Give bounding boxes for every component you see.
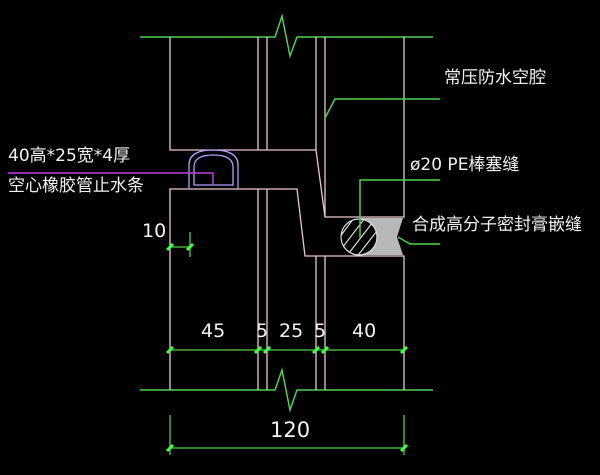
tube-size-label: 40高*25宽*4厚 bbox=[8, 146, 131, 166]
wall-panels bbox=[169, 37, 405, 390]
dim-45: 45 bbox=[201, 320, 226, 342]
dimension-lines bbox=[169, 232, 405, 455]
tube-name-label: 空心橡胶管止水条 bbox=[8, 176, 144, 196]
cavity-label: 常压防水空腔 bbox=[444, 68, 546, 88]
cavity-leader bbox=[324, 98, 440, 119]
dim-120: 120 bbox=[270, 418, 311, 442]
dimension-ticks bbox=[165, 242, 409, 453]
dim-25: 25 bbox=[279, 320, 304, 342]
dim-5a: 5 bbox=[256, 320, 269, 342]
top-break-line bbox=[140, 13, 433, 59]
dim-40: 40 bbox=[352, 320, 377, 342]
pe-rod-label: ø20 PE棒塞缝 bbox=[410, 155, 520, 175]
dim-10: 10 bbox=[142, 220, 167, 242]
sealant-label: 合成高分子密封膏嵌缝 bbox=[412, 215, 582, 235]
rubber-tube bbox=[188, 149, 239, 189]
bottom-break-line bbox=[140, 367, 433, 413]
tube-leader bbox=[8, 172, 214, 185]
sealant-leader bbox=[397, 236, 440, 245]
pe-rod-leader bbox=[359, 179, 440, 237]
dim-5b: 5 bbox=[314, 320, 327, 342]
